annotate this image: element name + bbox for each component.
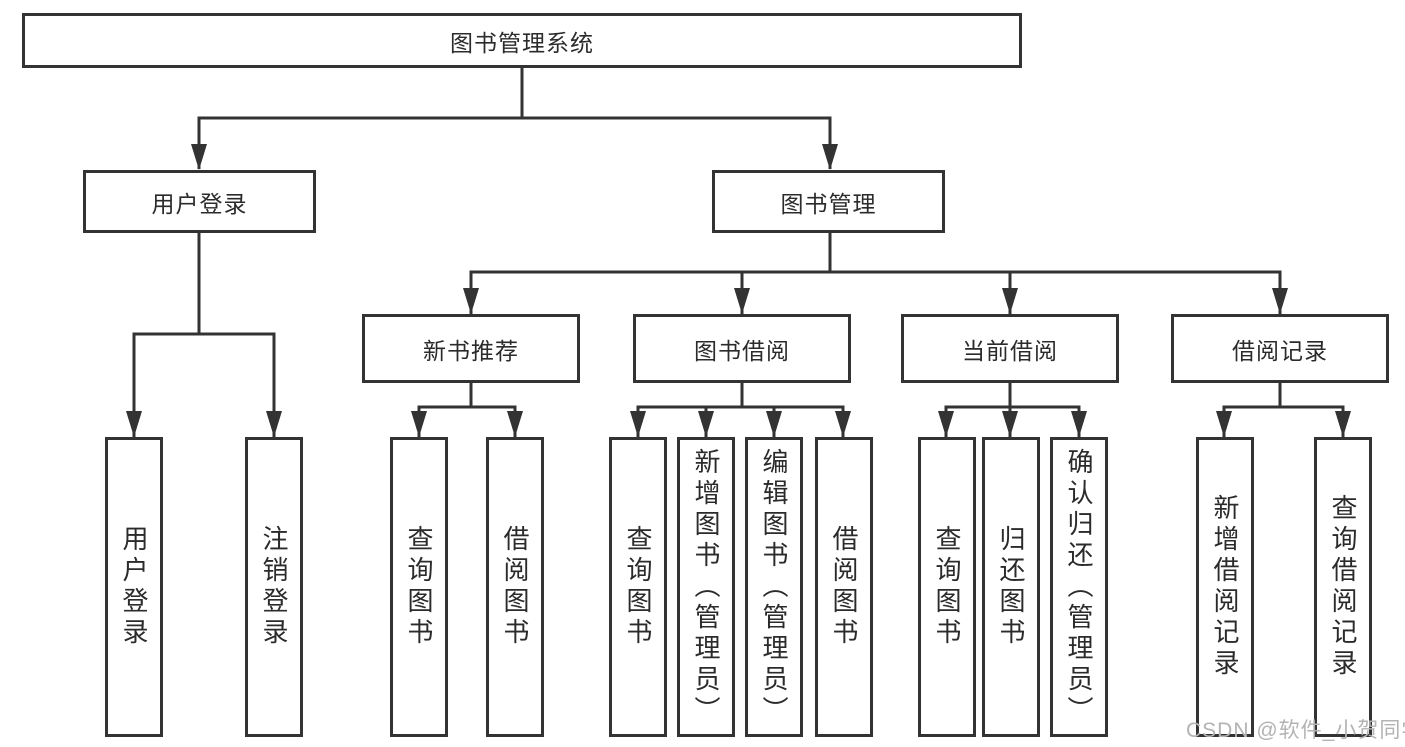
leaf-label: 查询借阅记录 — [1328, 494, 1358, 680]
arrowhead-icons — [126, 144, 1351, 437]
leaf-label: 确认归还（管理员） — [1064, 447, 1094, 727]
leaf-label: 新增借阅记录 — [1210, 494, 1240, 680]
leaf-query-borrow-record: 查询借阅记录 — [1314, 437, 1372, 737]
node-user-login: 用户登录 — [83, 170, 316, 233]
watermark-text: CSDN @软件_小贺同学 — [1186, 719, 1405, 742]
leaf-label: 查询图书 — [932, 525, 962, 649]
node-library-management-system: 图书管理系统 — [22, 13, 1022, 68]
leaf-label: 注销登录 — [259, 525, 289, 649]
node-label: 新书推荐 — [423, 337, 519, 364]
leaf-label: 借阅图书 — [500, 525, 530, 649]
node-book-management: 图书管理 — [712, 170, 945, 233]
leaf-label: 归还图书 — [996, 525, 1026, 649]
node-label: 当前借阅 — [962, 337, 1058, 364]
leaf-edit-book-admin: 编辑图书（管理员） — [745, 437, 803, 737]
leaf-query-books-borrow: 查询图书 — [609, 437, 667, 737]
node-borrow-records: 借阅记录 — [1171, 314, 1389, 383]
leaf-query-books-current: 查询图书 — [918, 437, 976, 737]
leaf-query-books-recommend: 查询图书 — [390, 437, 448, 737]
leaf-label: 用户登录 — [119, 525, 149, 649]
node-label: 用户登录 — [151, 190, 248, 217]
leaf-label: 查询图书 — [623, 525, 653, 649]
leaf-label: 编辑图书（管理员） — [759, 447, 789, 727]
leaf-label: 借阅图书 — [829, 525, 859, 649]
leaf-logout: 注销登录 — [245, 437, 303, 737]
leaf-return-book: 归还图书 — [982, 437, 1040, 737]
leaf-user-login: 用户登录 — [105, 437, 163, 737]
leaf-add-book-admin: 新增图书（管理员） — [677, 437, 735, 737]
leaf-label: 新增图书（管理员） — [691, 447, 721, 727]
node-label: 图书管理 — [780, 190, 877, 217]
node-book-borrow: 图书借阅 — [633, 314, 851, 383]
node-new-book-recommend: 新书推荐 — [362, 314, 580, 383]
node-current-borrow: 当前借阅 — [901, 314, 1119, 383]
leaf-borrow-books: 借阅图书 — [815, 437, 873, 737]
leaf-label: 查询图书 — [404, 525, 434, 649]
leaf-add-borrow-record: 新增借阅记录 — [1196, 437, 1254, 737]
node-label: 图书管理系统 — [450, 29, 594, 56]
leaf-confirm-return-admin: 确认归还（管理员） — [1050, 437, 1108, 737]
leaf-borrow-books-recommend: 借阅图书 — [486, 437, 544, 737]
node-label: 借阅记录 — [1232, 337, 1328, 364]
node-label: 图书借阅 — [694, 337, 790, 364]
